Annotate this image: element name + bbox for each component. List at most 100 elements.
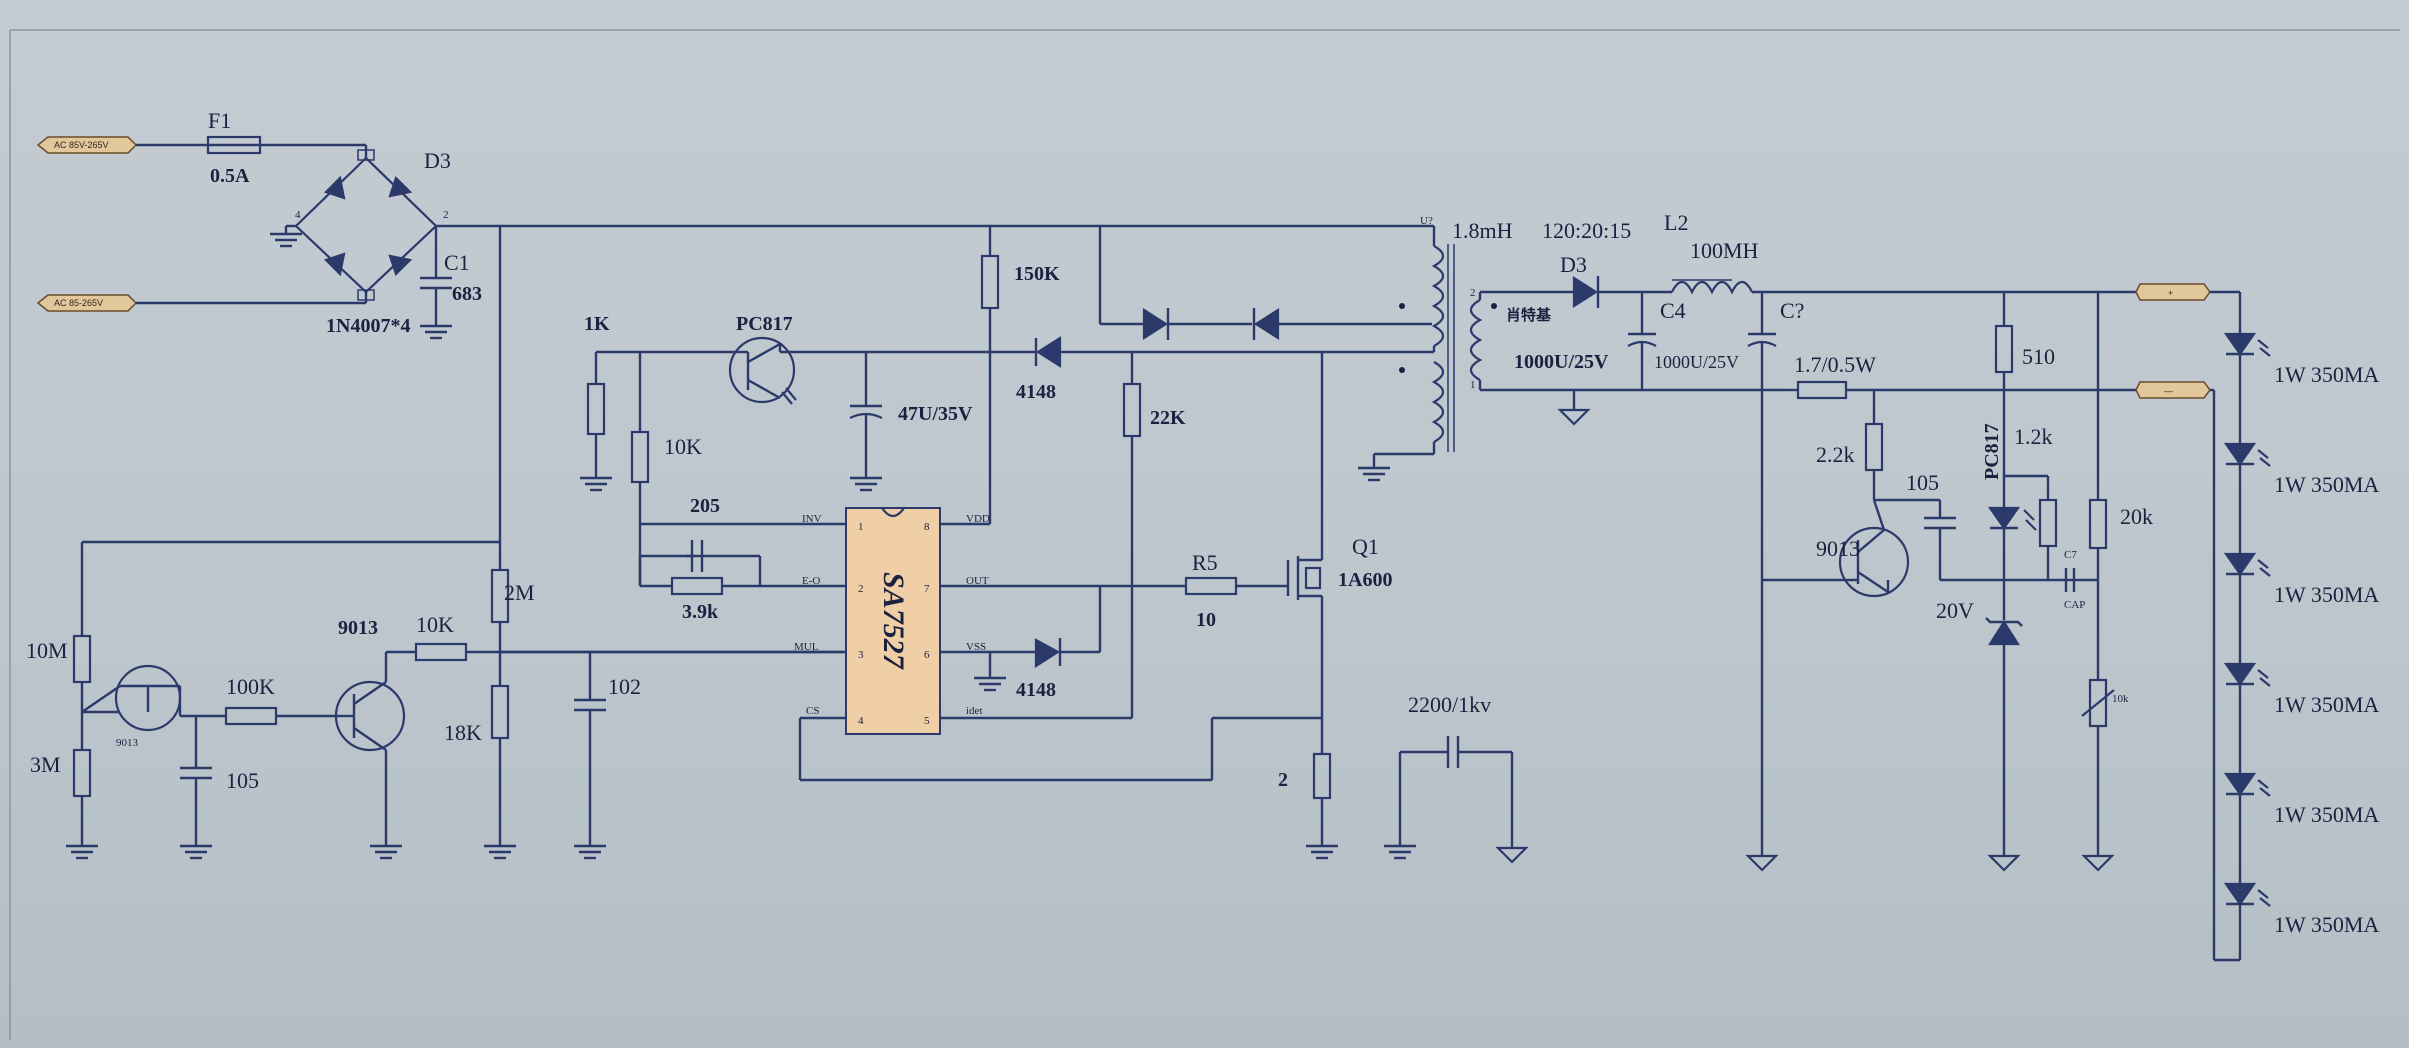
svg-text:C?: C? bbox=[1780, 298, 1804, 323]
svg-text:9013: 9013 bbox=[116, 737, 139, 749]
led-label-5: 1W 350MA bbox=[2274, 802, 2379, 827]
svg-text:150K: 150K bbox=[1014, 263, 1060, 285]
svg-text:10k: 10k bbox=[2112, 693, 2129, 705]
capacitor-105-feedback bbox=[1924, 516, 1956, 580]
svg-text:20k: 20k bbox=[2120, 504, 2153, 529]
bridge-part: 1N4007*4 bbox=[326, 315, 410, 337]
svg-text:L2: L2 bbox=[1664, 210, 1688, 235]
fuse-value: 0.5A bbox=[210, 165, 250, 187]
resistor-2.2k bbox=[1864, 422, 1884, 472]
svg-text:C1: C1 bbox=[444, 250, 470, 275]
svg-text:1: 1 bbox=[1470, 379, 1476, 391]
svg-text:PC817: PC817 bbox=[736, 313, 793, 335]
ic-pins: INV E-O MUL CS VDD OUT VSS idet 1 2 3 4 … bbox=[500, 513, 1186, 727]
svg-text:4: 4 bbox=[858, 715, 864, 727]
svg-text:1.7/0.5W: 1.7/0.5W bbox=[1794, 352, 1876, 377]
pot-10k bbox=[2081, 678, 2115, 728]
svg-text:9013: 9013 bbox=[1816, 536, 1860, 561]
fuse-ref: F1 bbox=[208, 108, 231, 133]
svg-text:2: 2 bbox=[1278, 769, 1288, 791]
transistor-9013 bbox=[334, 652, 406, 860]
svg-text:4148: 4148 bbox=[1016, 679, 1056, 701]
capacitor-102 bbox=[572, 652, 608, 860]
svg-text:105: 105 bbox=[1906, 470, 1939, 495]
svg-text:2M: 2M bbox=[504, 580, 535, 605]
led-label-4: 1W 350MA bbox=[2274, 692, 2379, 717]
svg-text:CAP: CAP bbox=[2064, 599, 2085, 611]
svg-text:120:20:15: 120:20:15 bbox=[1542, 218, 1631, 243]
svg-text:7: 7 bbox=[924, 583, 930, 595]
svg-text:47U/35V: 47U/35V bbox=[898, 403, 973, 425]
svg-text:2.2k: 2.2k bbox=[1816, 442, 1855, 467]
svg-text:3M: 3M bbox=[30, 752, 61, 777]
svg-text:SA7527: SA7527 bbox=[877, 572, 910, 670]
svg-text:2: 2 bbox=[443, 209, 449, 221]
svg-text:22K: 22K bbox=[1150, 407, 1186, 429]
svg-text:MUL: MUL bbox=[794, 641, 819, 653]
resistor-r5 bbox=[1184, 576, 1238, 596]
svg-text:4148: 4148 bbox=[1016, 381, 1056, 403]
svg-text:AC 85V-265V: AC 85V-265V bbox=[54, 140, 109, 150]
svg-text:Q1: Q1 bbox=[1352, 534, 1379, 559]
svg-text:1.8mH: 1.8mH bbox=[1452, 218, 1513, 243]
svg-text:2200/1kv: 2200/1kv bbox=[1408, 692, 1491, 717]
svg-text:R5: R5 bbox=[1192, 550, 1218, 575]
svg-text:1000U/25V: 1000U/25V bbox=[1514, 351, 1609, 373]
diode-d-b bbox=[1252, 307, 1280, 341]
transistor-9013-small bbox=[81, 664, 182, 732]
optocoupler-pc817-secondary bbox=[1987, 506, 2037, 531]
capacitor-c7 bbox=[2064, 568, 2076, 592]
svg-text:102: 102 bbox=[608, 674, 641, 699]
led-6 bbox=[2224, 882, 2272, 908]
svg-text:3.9k: 3.9k bbox=[682, 601, 719, 623]
svg-text:683: 683 bbox=[452, 283, 482, 305]
svg-text:D3: D3 bbox=[1560, 252, 1587, 277]
ac-input-bottom: AC 85-265V bbox=[36, 294, 138, 312]
svg-text:C4: C4 bbox=[1660, 298, 1686, 323]
resistor-22k bbox=[1122, 382, 1142, 438]
transformer-t1 bbox=[1356, 226, 1497, 482]
svg-text:1A600: 1A600 bbox=[1338, 569, 1392, 591]
resistor-2m bbox=[482, 568, 518, 860]
bridge-rectifier-d3 bbox=[294, 149, 438, 303]
svg-text:20V: 20V bbox=[1936, 598, 1974, 623]
led-2 bbox=[2224, 442, 2272, 468]
capacitor-c4 bbox=[1627, 292, 1657, 390]
capacitor-ea bbox=[690, 540, 704, 572]
svg-text:1: 1 bbox=[858, 521, 864, 533]
svg-text:5: 5 bbox=[924, 715, 930, 727]
svg-text:VSS: VSS bbox=[966, 641, 986, 653]
resistor-1.2k bbox=[2038, 498, 2058, 548]
led-label-1: 1W 350MA bbox=[2274, 362, 2379, 387]
svg-text:PC817: PC817 bbox=[1981, 423, 2003, 480]
svg-text:6: 6 bbox=[924, 649, 930, 661]
fuse-f1 bbox=[136, 135, 368, 158]
svg-text:510: 510 bbox=[2022, 344, 2055, 369]
svg-text:18K: 18K bbox=[444, 720, 482, 745]
resistor-sense bbox=[1312, 752, 1332, 800]
zener-20v bbox=[1985, 617, 2023, 646]
inductor-l2 bbox=[1671, 279, 1753, 295]
ic-sa7527: SA7527 bbox=[845, 507, 941, 735]
svg-text:U?: U? bbox=[1420, 215, 1433, 227]
svg-text:CS: CS bbox=[806, 705, 819, 717]
diode-4148-bottom bbox=[1034, 638, 1062, 669]
diode-d3-output bbox=[1572, 275, 1600, 309]
resistor-10k-left bbox=[414, 642, 468, 662]
connector-positive: + bbox=[2135, 283, 2211, 301]
svg-text:+: + bbox=[2168, 288, 2173, 298]
svg-text:100K: 100K bbox=[226, 674, 275, 699]
led-label-3: 1W 350MA bbox=[2274, 582, 2379, 607]
bridge-ref: D3 bbox=[424, 148, 451, 173]
svg-text:idet: idet bbox=[966, 705, 983, 717]
svg-text:2: 2 bbox=[1470, 287, 1476, 299]
resistor-3.9k bbox=[670, 576, 724, 596]
capacitor-c1 bbox=[418, 226, 454, 340]
svg-text:4: 4 bbox=[295, 209, 301, 221]
svg-text:8: 8 bbox=[924, 521, 930, 533]
svg-text:肖特基: 肖特基 bbox=[1506, 306, 1552, 324]
led-label-6: 1W 350MA bbox=[2274, 912, 2379, 937]
svg-text:OUT: OUT bbox=[966, 575, 989, 587]
